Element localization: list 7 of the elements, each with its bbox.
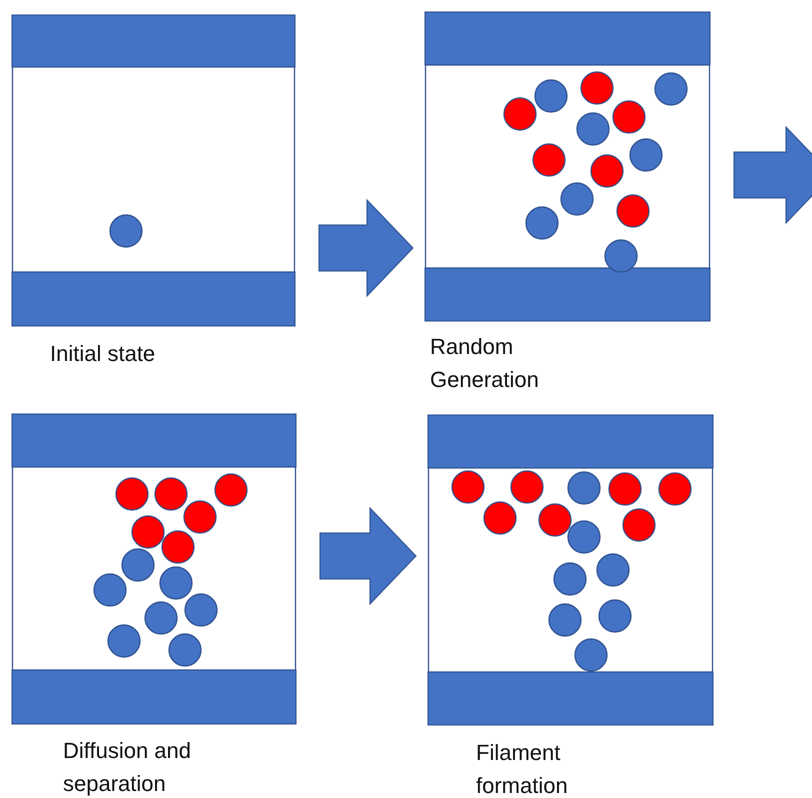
panel-caption: Filament formation [476,739,569,798]
block-arrow [318,198,414,298]
panel-caption: Random Generation [430,333,540,394]
panel-caption: Diffusion and separation [63,737,192,798]
panel-caption: Initial state [50,340,156,368]
block-arrow [734,126,812,224]
block-arrow [320,506,417,606]
